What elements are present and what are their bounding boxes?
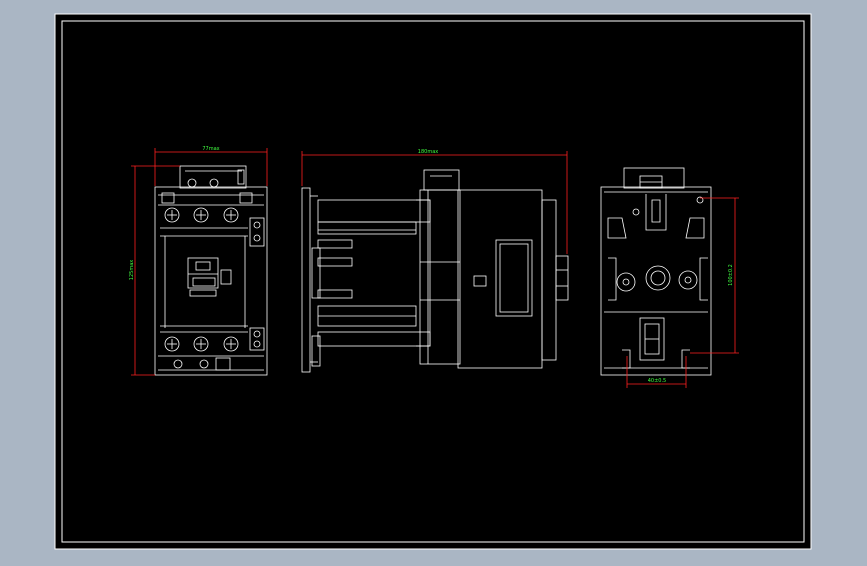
front-dimensions: [131, 148, 268, 376]
side-base: [419, 189, 461, 365]
side-label-plate: [495, 239, 533, 317]
rear-upper-slot: [645, 194, 667, 231]
front-upper-terminals: [164, 207, 239, 223]
rear-left-mount-hole: [616, 272, 636, 292]
front-top-cap: [179, 165, 247, 189]
side-view[interactable]: [301, 169, 569, 373]
rear-center-hole: [645, 265, 671, 291]
front-view[interactable]: [154, 165, 268, 376]
drawing-border: [61, 20, 805, 543]
rear-lower-clip: [639, 317, 665, 361]
side-dimensions: [301, 151, 568, 254]
side-mount-plate: [301, 187, 311, 373]
rear-right-mount-hole: [678, 270, 698, 290]
side-depth-dimension: 180max: [418, 149, 438, 155]
front-height-dimension: 125max: [129, 260, 135, 280]
front-coil-window: [187, 257, 219, 289]
rear-body-outline: [600, 186, 712, 376]
rear-width-dimension: 40±0.5: [648, 378, 667, 384]
rear-dimensions: [626, 197, 739, 388]
model-space: [54, 13, 812, 550]
front-body-outline: [154, 186, 268, 376]
rear-height-dimension: 100±0.2: [728, 264, 734, 286]
rear-view[interactable]: [600, 167, 712, 376]
front-width-dimension: 77max: [202, 146, 219, 152]
front-lower-terminals: [164, 336, 239, 352]
